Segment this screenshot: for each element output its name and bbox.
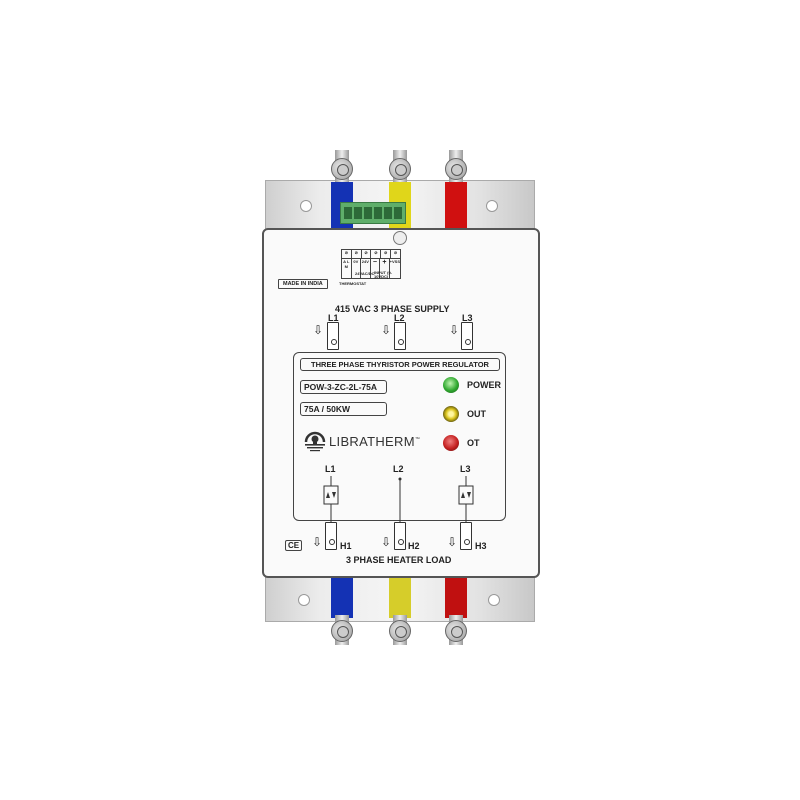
ce-mark: CE <box>285 540 303 551</box>
control-terminal-block <box>340 202 406 224</box>
load-label: 3 PHASE HEATER LOAD <box>346 555 452 565</box>
mount-hole <box>298 594 310 606</box>
0v-label: 0V <box>352 259 362 278</box>
output-terminal <box>325 522 337 550</box>
terminal-diagram: ⊘⊘⊘⊘⊘⊘ A L M 0V 24V − + +VSS 24VAC/DC IN… <box>339 249 401 286</box>
output-terminal <box>394 522 406 550</box>
mount-hole <box>486 200 498 212</box>
bolt-icon <box>445 620 467 642</box>
brand-text: LIBRATHERM <box>329 434 415 449</box>
output-h1-label: H1 <box>340 541 352 551</box>
input-terminal <box>327 322 339 350</box>
inner-l3-label: L3 <box>460 464 471 474</box>
supply-label: 415 VAC 3 PHASE SUPPLY <box>335 304 450 314</box>
trademark: ™ <box>414 436 421 443</box>
arrow-down-icon: ⇩ <box>449 323 460 337</box>
brand-name: LIBRATHERM™ <box>329 434 420 449</box>
bolt-icon <box>389 620 411 642</box>
mount-hole <box>488 594 500 606</box>
thermostat-label: THERMOSTAT <box>339 281 367 286</box>
bolt-icon <box>331 620 353 642</box>
vss-label: +VSS <box>389 259 400 264</box>
alm-label: A L M <box>342 259 352 278</box>
l2-line <box>398 477 402 522</box>
output-h3-label: H3 <box>475 541 487 551</box>
mount-hole <box>300 200 312 212</box>
output-terminal <box>460 522 472 550</box>
input-terminal <box>394 322 406 350</box>
power-led-label: POWER <box>467 380 502 390</box>
inner-l1-label: L1 <box>325 464 336 474</box>
power-led <box>443 377 459 393</box>
model-number: POW-3-ZC-2L-75A <box>300 380 387 394</box>
out-led-label: OUT <box>467 409 486 419</box>
libratherm-logo-icon <box>304 431 326 452</box>
arrow-down-icon: ⇩ <box>381 323 392 337</box>
bolt-icon <box>389 158 411 180</box>
busbar-h1 <box>331 578 353 618</box>
24v-label: 24V <box>361 259 371 278</box>
inner-l2-label: L2 <box>393 464 404 474</box>
made-in-india-label: MADE IN INDIA <box>278 279 328 289</box>
plus-label: + <box>380 259 390 278</box>
input-l3-label: L3 <box>462 313 473 323</box>
input-l1-label: L1 <box>328 313 339 323</box>
minus-label: − <box>371 259 381 278</box>
ot-led-label: OT <box>467 438 480 448</box>
busbar-h3 <box>445 578 467 618</box>
busbar-l3 <box>445 182 467 230</box>
input-terminal <box>461 322 473 350</box>
arrow-down-icon: ⇩ <box>313 323 324 337</box>
bolt-icon <box>445 158 467 180</box>
out-led <box>443 406 459 422</box>
input-label: INPUT (0-10VDC) <box>374 270 392 279</box>
arrow-down-icon: ⇩ <box>447 535 458 549</box>
front-panel <box>262 228 540 578</box>
arrow-down-icon: ⇩ <box>381 535 392 549</box>
thyristor-l1-icon <box>323 476 339 522</box>
output-h2-label: H2 <box>408 541 420 551</box>
product-title: THREE PHASE THYRISTOR POWER REGULATOR <box>300 358 500 371</box>
bolt-icon <box>331 158 353 180</box>
rating: 75A / 50KW <box>300 402 387 416</box>
input-l2-label: L2 <box>394 313 405 323</box>
ot-led <box>443 435 459 451</box>
arrow-down-icon: ⇩ <box>312 535 323 549</box>
screw-icon <box>393 231 407 245</box>
busbar-h2 <box>389 578 411 618</box>
supply-label: 24VAC/DC <box>355 271 375 276</box>
thyristor-l3-icon <box>458 476 474 522</box>
